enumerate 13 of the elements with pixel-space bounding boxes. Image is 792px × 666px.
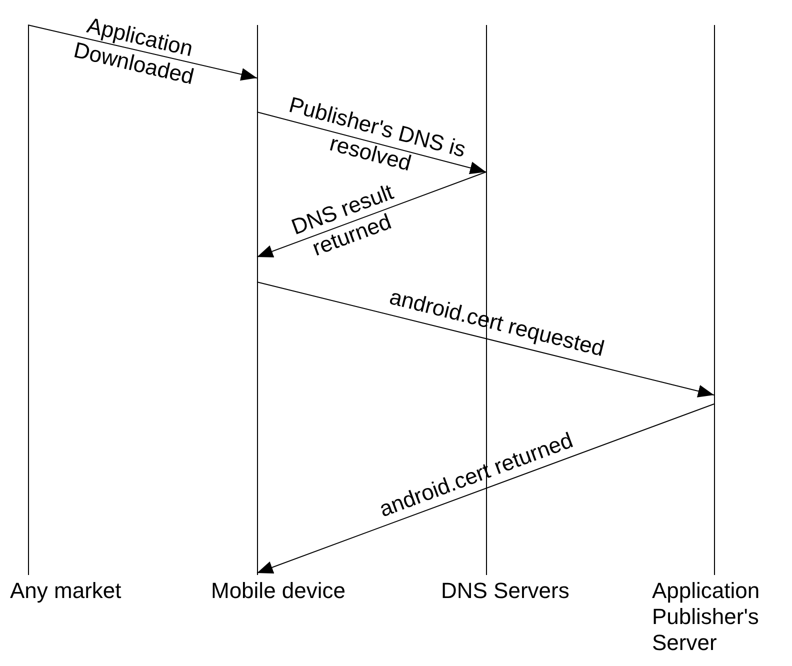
participant-label: Application Publisher's Server [652,578,761,656]
participant-label: DNS Servers [441,578,570,604]
lifeline [257,25,258,575]
message-arrow [256,404,714,574]
lifeline [28,25,29,575]
lifeline [714,25,715,575]
participant-label: Mobile device [211,578,346,604]
message-arrow [256,172,486,258]
message-arrow [28,24,258,81]
lifeline [486,25,487,575]
participant-label: Any market [10,578,122,604]
message-arrow [256,282,714,398]
message-arrow [256,112,486,174]
